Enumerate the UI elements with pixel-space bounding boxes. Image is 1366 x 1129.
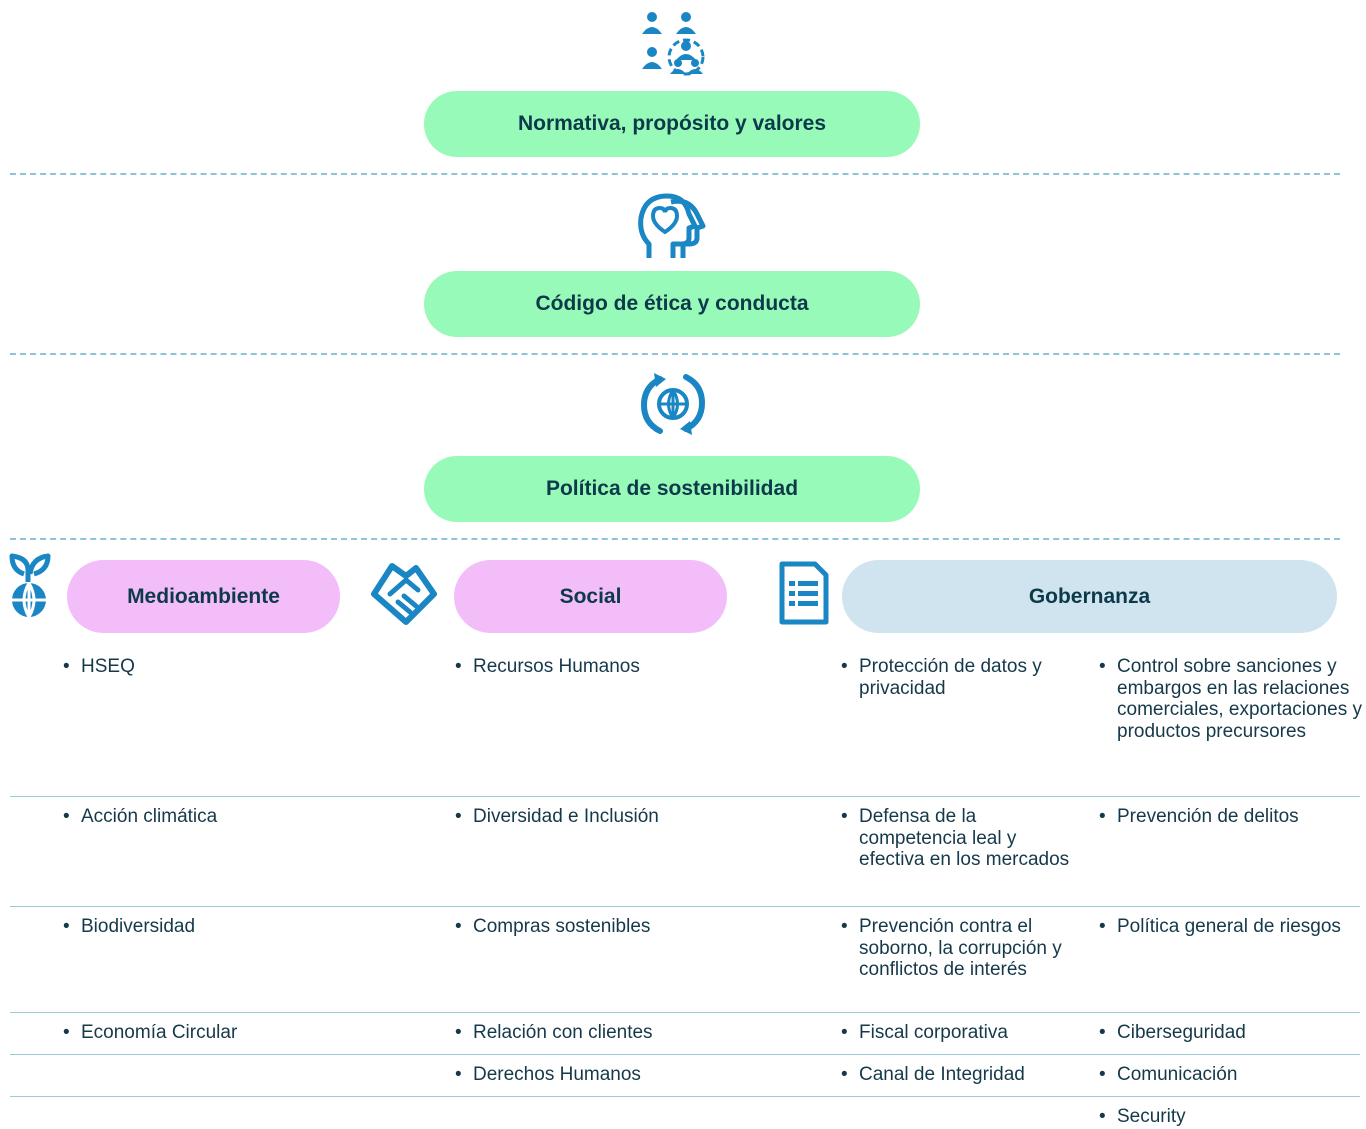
list-item: Prevención contra el soborno, la corrupc… <box>841 916 1087 981</box>
heads-heart-icon <box>638 193 706 258</box>
list-item: HSEQ <box>63 656 341 678</box>
row-rule-5 <box>10 1096 1360 1097</box>
pillar-social-label: Social <box>559 584 622 608</box>
globe-cycle-icon <box>640 373 706 435</box>
list-item: Biodiversidad <box>63 916 341 938</box>
list-item: Relación con clientes <box>455 1022 773 1044</box>
document-list-icon <box>779 561 829 625</box>
pillar-environment-pill: Medioambiente <box>67 560 340 633</box>
people-network-icon <box>642 12 705 76</box>
list-item: Compras sostenibles <box>455 916 773 938</box>
list-item: Acción climática <box>63 806 341 828</box>
row-rule-2 <box>10 906 1360 907</box>
list-item: Prevención de delitos <box>1099 806 1366 828</box>
list-item: Ciberseguridad <box>1099 1022 1366 1044</box>
list-item: Comunicación <box>1099 1064 1366 1086</box>
list-item: Fiscal corporativa <box>841 1022 1087 1044</box>
divider-2 <box>10 353 1340 355</box>
divider-1 <box>10 173 1340 175</box>
level-normativa-label: Normativa, propósito y valores <box>517 112 827 135</box>
list-item: Canal de Integridad <box>841 1064 1087 1086</box>
list-item: Política general de riesgos <box>1099 916 1366 938</box>
pillar-governance-label: Gobernanza <box>1028 584 1151 608</box>
pillar-governance-pill: Gobernanza <box>842 560 1337 633</box>
row-rule-1 <box>10 796 1360 797</box>
level-codigo-pill: Código de ética y conducta <box>424 271 920 337</box>
list-item: Control sobre sanciones y embargos en la… <box>1099 656 1366 742</box>
level-politica-pill: Política de sostenibilidad <box>424 456 920 522</box>
list-item: Recursos Humanos <box>455 656 773 678</box>
plant-globe-icon <box>9 553 51 618</box>
level-politica-label: Política de sostenibilidad <box>545 477 799 500</box>
level-codigo-label: Código de ética y conducta <box>535 292 809 315</box>
list-item: Security <box>1099 1106 1366 1128</box>
list-item: Diversidad e Inclusión <box>455 806 773 828</box>
list-item: Protección de datos y privacidad <box>841 656 1087 699</box>
row-rule-3 <box>10 1012 1360 1013</box>
divider-3 <box>10 538 1340 540</box>
pillar-social-pill: Social <box>454 560 727 633</box>
pillar-environment-label: Medioambiente <box>127 584 280 608</box>
list-item: Economía Circular <box>63 1022 341 1044</box>
handshake-icon <box>371 563 437 625</box>
level-normativa-pill: Normativa, propósito y valores <box>424 91 920 157</box>
list-item: Defensa de la competencia leal y efectiv… <box>841 806 1087 871</box>
row-rule-4 <box>10 1054 1360 1055</box>
list-item: Derechos Humanos <box>455 1064 773 1086</box>
